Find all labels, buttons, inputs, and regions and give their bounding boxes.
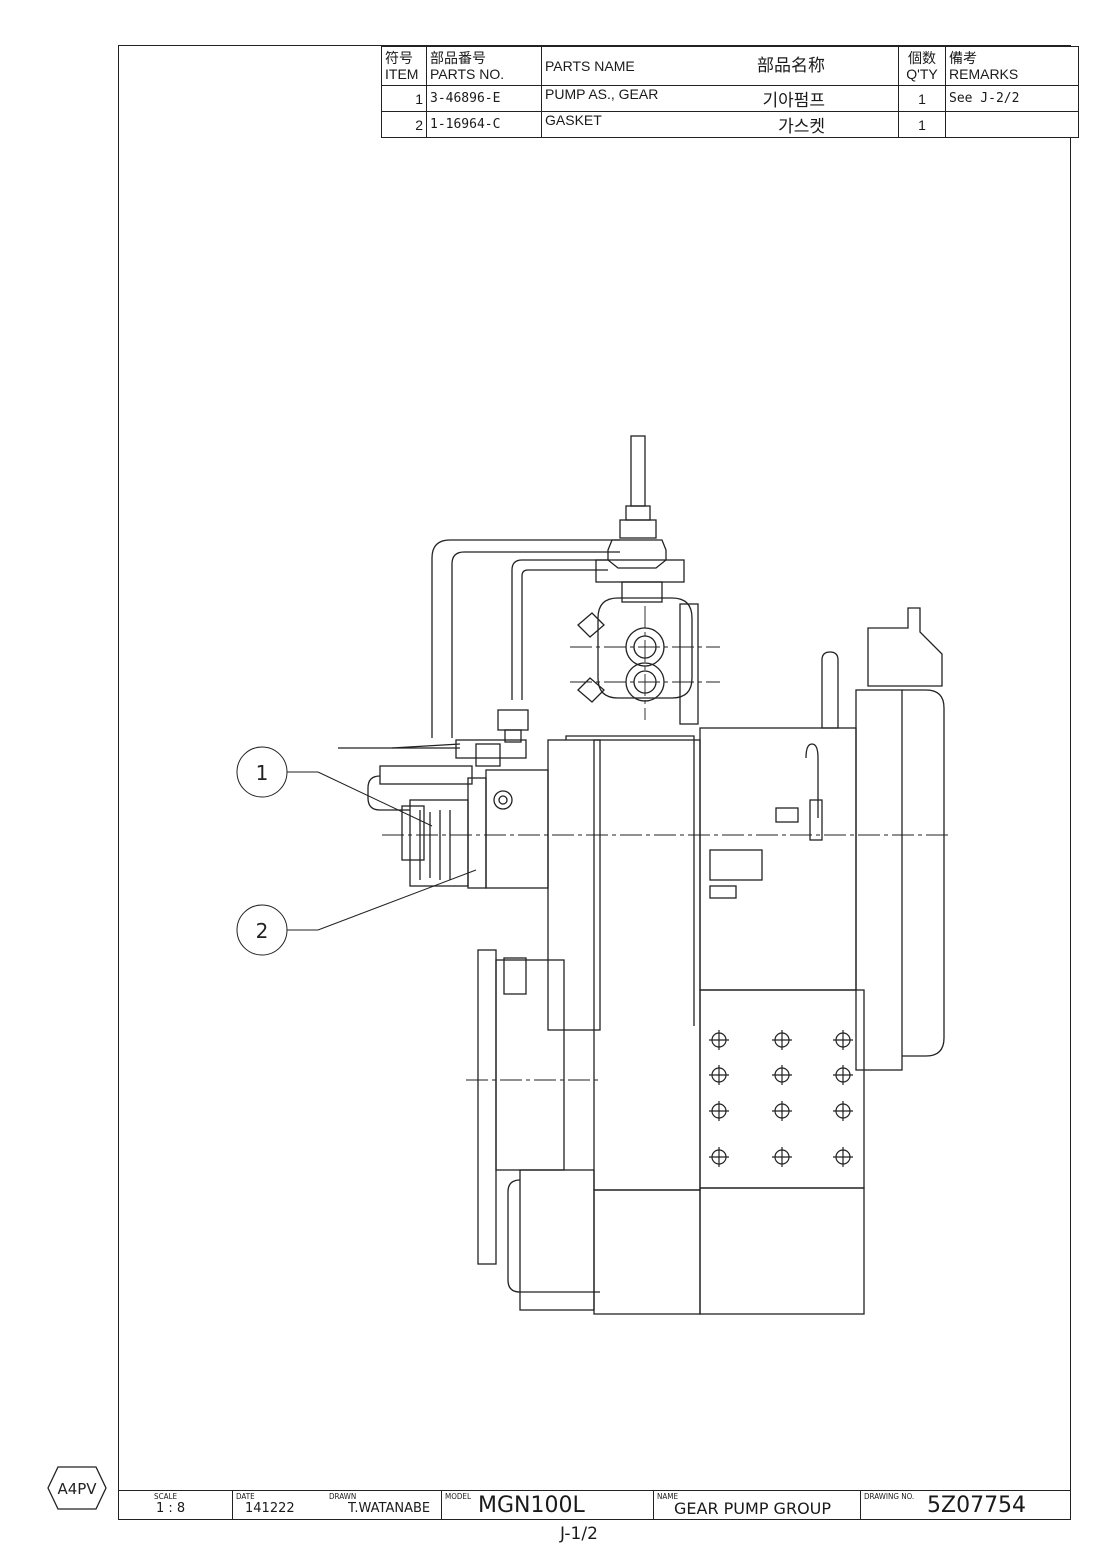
scale-value: 1 : 8 (156, 1501, 186, 1516)
drawn-cell: DRAWN T.WATANABE (326, 1491, 441, 1520)
title-block: SCALE 1 : 8 DATE 141222 DRAWN T.WATANABE… (118, 1490, 1071, 1520)
date-caption: DATE (236, 1492, 255, 1501)
name-value: GEAR PUMP GROUP (674, 1499, 832, 1518)
drawing-no-cell: DRAWING NO. 5Z07754 (860, 1491, 1071, 1520)
callout-bubble-1 (236, 746, 288, 798)
row-qty: 1 (898, 85, 946, 112)
row-part-no: 3-46896-E (426, 85, 542, 112)
row-qty: 1 (898, 111, 946, 138)
drawn-caption: DRAWN (329, 1492, 357, 1501)
date-cell: DATE 141222 (232, 1491, 326, 1520)
model-cell: MODEL MGN100L (441, 1491, 653, 1520)
paper-size-badge-label: A4PV (57, 1480, 97, 1498)
row-item: 1 (381, 85, 427, 112)
scale-cell: SCALE 1 : 8 (118, 1491, 232, 1520)
name-cell: NAME GEAR PUMP GROUP (653, 1491, 860, 1520)
callout-label-2: 2 (256, 919, 269, 943)
row-remarks (945, 111, 1079, 138)
row-part-no: 1-16964-C (426, 111, 542, 138)
callout-label-1: 1 (256, 761, 269, 785)
drawing-border (118, 45, 1071, 1520)
paper-size-badge-icon: A4PV (47, 1466, 107, 1510)
model-value: MGN100L (478, 1493, 585, 1518)
callout-bubble-2 (236, 904, 288, 956)
scale-caption: SCALE (154, 1492, 178, 1501)
row-remarks: See J-2/2 (945, 85, 1079, 112)
name-caption: NAME (657, 1492, 679, 1501)
date-value: 141222 (245, 1501, 295, 1516)
sheet-number: J-1/2 (560, 1524, 598, 1544)
model-caption: MODEL (445, 1492, 471, 1501)
drawn-value: T.WATANABE (348, 1501, 431, 1516)
drawing-no-value: 5Z07754 (927, 1493, 1027, 1518)
drawing-no-caption: DRAWING NO. (864, 1492, 915, 1501)
